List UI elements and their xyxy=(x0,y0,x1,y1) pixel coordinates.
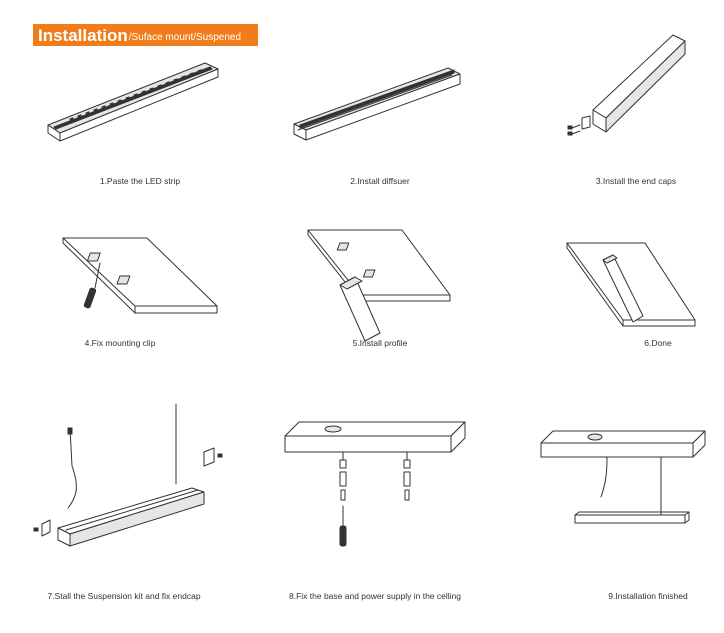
step-7-illustration xyxy=(28,400,238,565)
step-9-illustration xyxy=(535,425,710,535)
finished-installation-drawing xyxy=(535,425,710,535)
diffuser-profile-drawing xyxy=(288,58,468,148)
base-and-power-supply-drawing xyxy=(283,418,473,568)
installed-profile-drawing xyxy=(565,238,700,333)
step-3-label: 3.Install the end caps xyxy=(595,176,677,186)
step-2-label: 2.Install diffsuer xyxy=(350,176,410,186)
step-4-label: 4.Fix mounting clip xyxy=(84,338,156,348)
step-7-label: 7.Stall the Suspension kit and fix endca… xyxy=(47,591,201,601)
install-profile-drawing xyxy=(300,215,460,345)
step-4-illustration xyxy=(55,218,225,328)
step-1-illustration xyxy=(40,55,230,150)
step-8-illustration xyxy=(283,418,473,568)
led-strip-profile-drawing xyxy=(40,55,230,150)
step-2-illustration xyxy=(288,58,468,148)
step-1-label: 1.Paste the LED strip xyxy=(99,176,181,186)
step-9-label: 9.Installation finished xyxy=(608,591,688,601)
end-caps-drawing xyxy=(560,30,700,155)
step-6-label: 6.Done xyxy=(644,338,672,348)
section-header: Installation/Suface mount/Suspened xyxy=(33,24,258,46)
section-subtitle: /Suface mount/Suspened xyxy=(128,32,242,43)
mounting-clip-drawing xyxy=(55,218,225,328)
step-5-illustration xyxy=(300,215,460,345)
section-title: Installation xyxy=(38,26,128,45)
step-5-label: 5.Install profile xyxy=(352,338,408,348)
step-6-illustration xyxy=(565,238,700,333)
step-8-label: 8.Fix the base and power supply in the c… xyxy=(289,591,461,601)
step-3-illustration xyxy=(560,30,700,155)
suspension-kit-drawing xyxy=(28,400,238,565)
